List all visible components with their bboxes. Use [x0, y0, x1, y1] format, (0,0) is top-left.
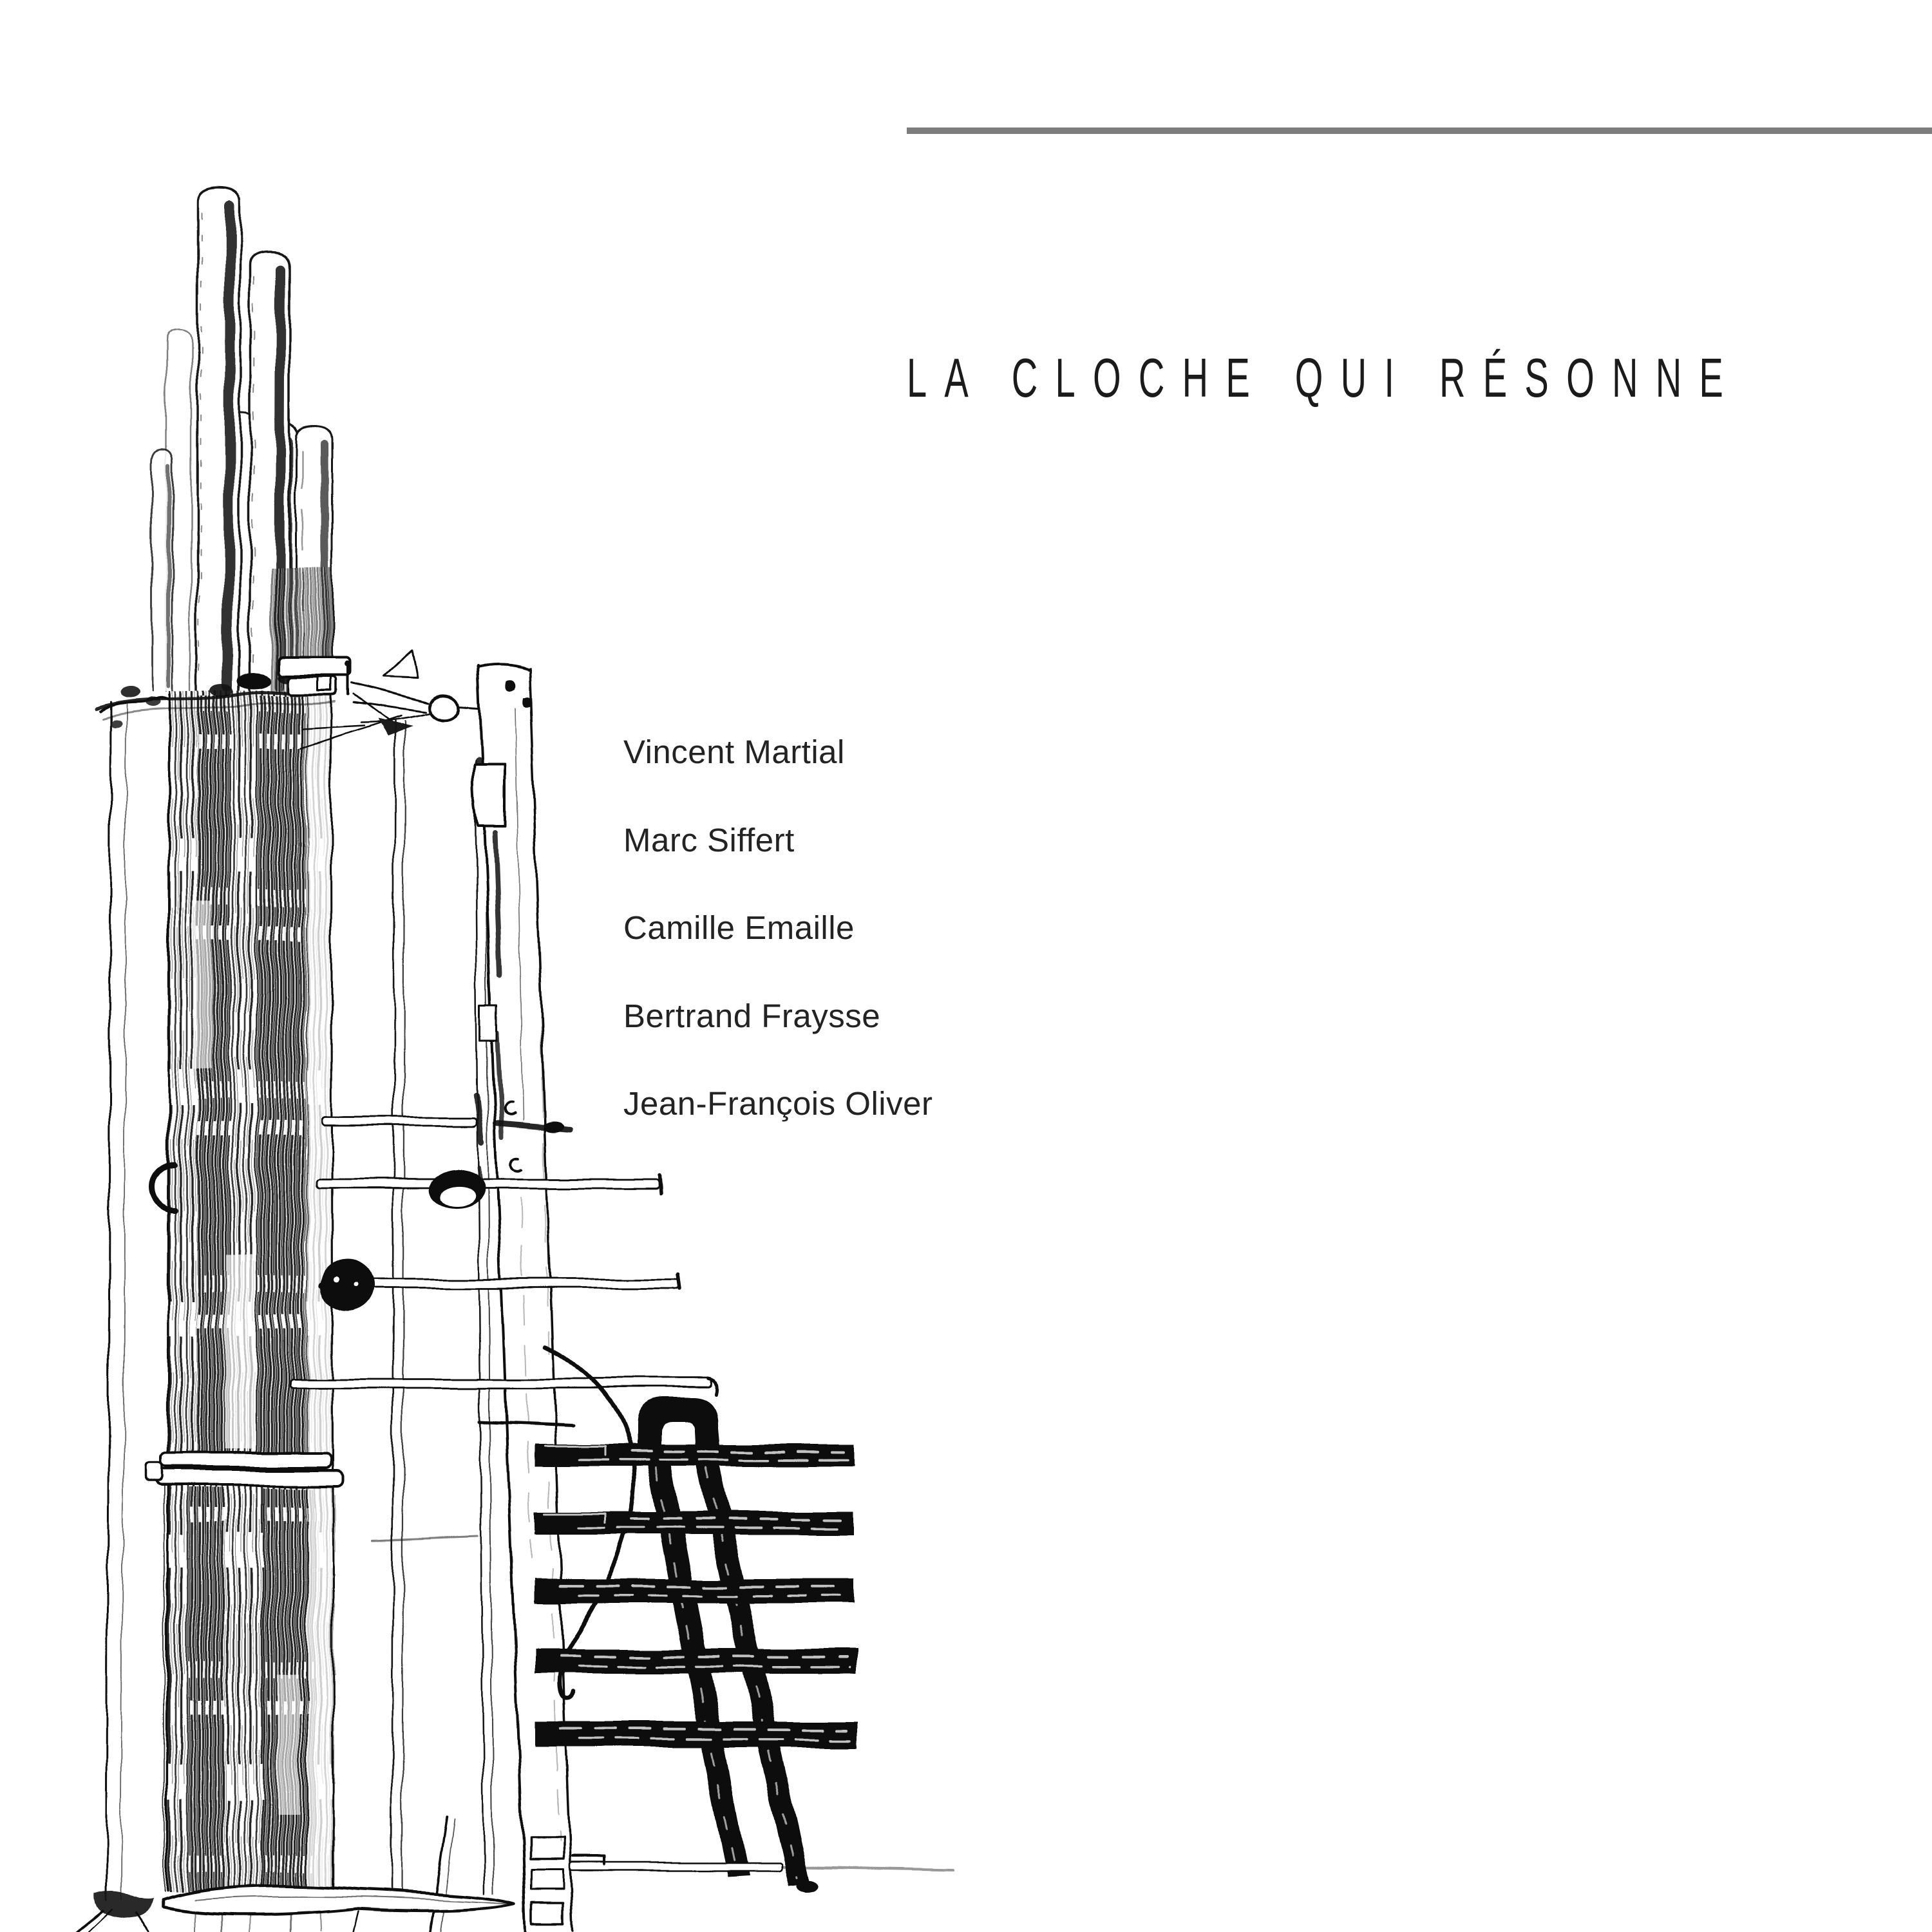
album-title: LA CLOCHE QUI RÉSONNE	[907, 348, 1723, 408]
bell-dish	[160, 1884, 517, 1932]
main-post	[471, 663, 575, 1932]
top-rule	[907, 128, 1932, 134]
credit-name: Vincent Martial	[623, 734, 845, 770]
column	[164, 567, 336, 1932]
credit-name: Bertrand Fraysse	[623, 998, 880, 1034]
organ-pipes	[151, 185, 334, 692]
bottom-rod	[568, 1856, 954, 1872]
left-ring	[149, 1161, 178, 1214]
mallet-ball	[321, 1258, 375, 1312]
hanging-wires	[391, 720, 406, 1906]
column-joint	[144, 1452, 344, 1486]
sound-sculpture-illustration	[76, 185, 954, 1932]
woven-bars	[535, 1444, 858, 1747]
credits-list: Vincent Martial Marc Siffert Camille Ema…	[623, 734, 933, 1122]
top-collar-linkage	[95, 649, 479, 750]
rear-leg	[429, 1816, 455, 1932]
credit-name: Camille Emaille	[623, 909, 855, 946]
credit-name: Marc Siffert	[623, 822, 795, 858]
credit-name: Jean-François Oliver	[623, 1085, 933, 1122]
ladder-rails	[636, 1397, 818, 1893]
base-feet	[76, 1890, 153, 1932]
angled-ring	[430, 1169, 485, 1209]
striker-knob	[427, 694, 460, 723]
